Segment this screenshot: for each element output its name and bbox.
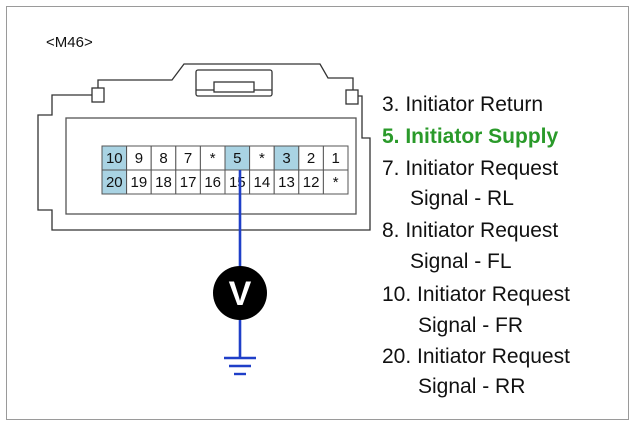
legend-item-20-line2: Signal - RR xyxy=(418,375,526,398)
pin-cell-blank-1-9 xyxy=(322,169,349,195)
legend-item-5: 5. Initiator Supply xyxy=(382,125,559,148)
pin-label: * xyxy=(210,150,216,167)
connector-id-label: <M46> xyxy=(46,34,93,51)
pin-label: 9 xyxy=(135,150,143,167)
pin-cell-16 xyxy=(199,169,226,195)
pin-label: 2 xyxy=(307,150,315,167)
pin-label: * xyxy=(333,174,339,191)
pin-label: 13 xyxy=(278,174,295,191)
pin-cell-7 xyxy=(175,145,201,171)
pin-label: 19 xyxy=(131,174,148,191)
legend-item-20: 20. Initiator Request xyxy=(382,345,570,368)
pin-label: 10 xyxy=(106,150,123,167)
pin-cell-blank-0-6 xyxy=(249,145,275,171)
pin-cell-17 xyxy=(175,169,201,195)
legend-item-7-line2: Signal - RL xyxy=(410,187,514,210)
pin-label: 17 xyxy=(180,174,197,191)
ground-icon xyxy=(224,356,256,376)
legend-item-8-line2: Signal - FL xyxy=(410,250,512,273)
legend-item-10: 10. Initiator Request xyxy=(382,283,570,306)
pin-label: 1 xyxy=(332,150,340,167)
pin-label: 5 xyxy=(233,150,241,167)
pin-label: 8 xyxy=(159,150,167,167)
pin-label: 16 xyxy=(204,174,221,191)
pin-cell-1 xyxy=(322,145,349,171)
pin-label: 3 xyxy=(282,150,290,167)
pin-label: * xyxy=(259,150,265,167)
pin-cell-14 xyxy=(249,169,275,195)
legend-item-7: 7. Initiator Request xyxy=(382,157,559,180)
pin-label: 15 xyxy=(229,174,246,191)
voltmeter-symbol: V xyxy=(229,275,252,313)
pin-label: 7 xyxy=(184,150,192,167)
legend-item-3: 3. Initiator Return xyxy=(382,93,544,116)
pin-cell-13 xyxy=(273,169,300,195)
legend-item-10-line2: Signal - FR xyxy=(418,314,524,337)
pin-cell-18 xyxy=(150,169,177,195)
pin-label: 18 xyxy=(155,174,172,191)
voltmeter-icon: V xyxy=(213,266,267,320)
legend-item-8: 8. Initiator Request xyxy=(382,219,559,242)
pin-label: 20 xyxy=(106,174,123,191)
pin-cell-9 xyxy=(126,145,152,171)
pin-label: 14 xyxy=(254,174,271,191)
pin-label: 12 xyxy=(303,174,320,191)
pin-cell-10 xyxy=(101,145,128,171)
